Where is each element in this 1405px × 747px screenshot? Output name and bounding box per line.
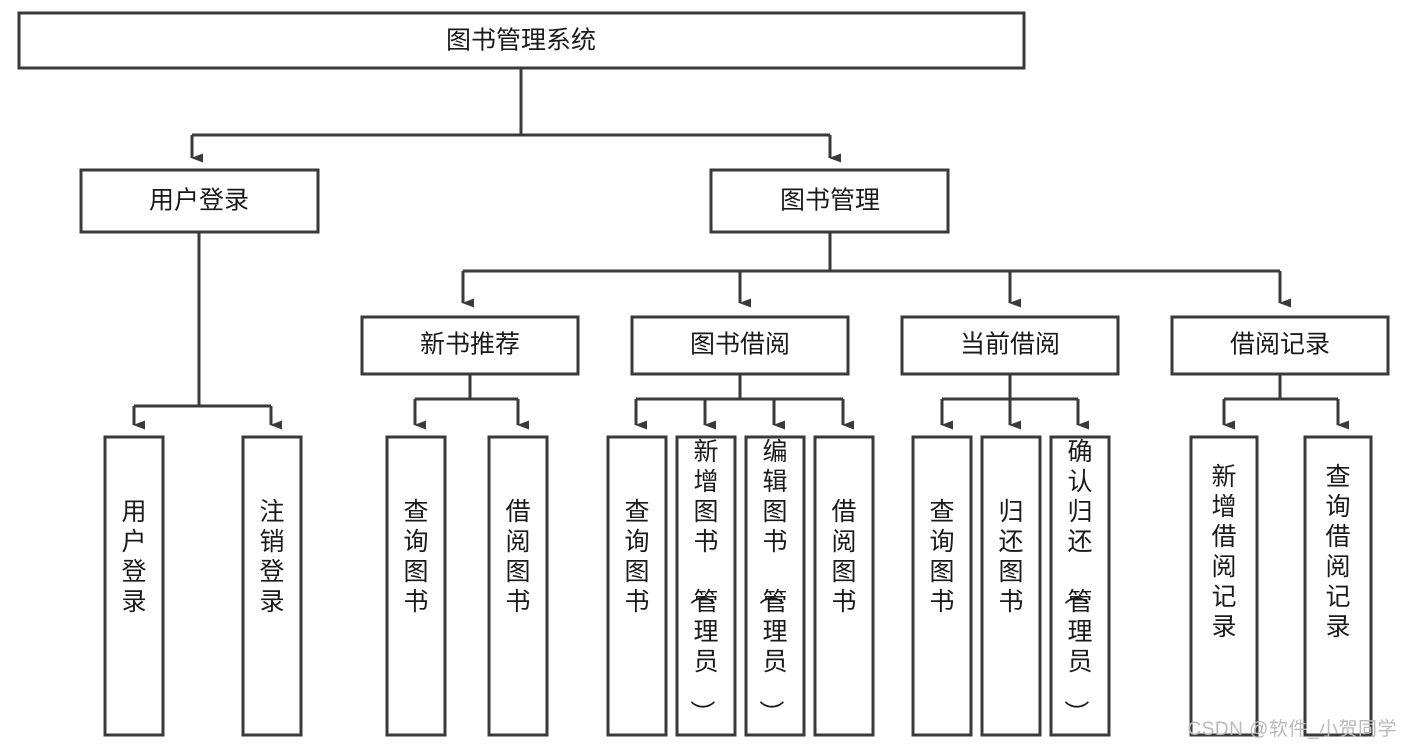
connector-records-to-leaves [1222, 374, 1349, 430]
node-leaf-query-book-3-label: 查询图书 [929, 498, 954, 616]
node-borrow[interactable]: 图书借阅 [630, 315, 850, 376]
node-login[interactable]: 用户登录 [79, 168, 320, 234]
node-leaf-add-book-box[interactable] [675, 435, 737, 737]
node-newbook-box[interactable] [360, 315, 580, 376]
node-leaf-borrow-book-1[interactable]: 借阅图书 [487, 435, 549, 737]
connector-borrow-to-leaves [634, 374, 854, 430]
node-leaf-borrow-book-1-label: 借阅图书 [505, 498, 530, 616]
node-bookmgmt-box[interactable] [709, 168, 950, 234]
node-leaf-add-record-box[interactable] [1189, 435, 1259, 737]
node-root[interactable]: 图书管理系统 [17, 11, 1026, 70]
node-leaf-query-book-1-box[interactable] [385, 435, 447, 737]
node-newbook[interactable]: 新书推荐 [360, 315, 580, 376]
connector-newbook-to-leaves [413, 374, 529, 430]
node-leaf-query-book-1-label: 查询图书 [403, 498, 428, 616]
node-current-label: 当前借阅 [960, 331, 1060, 359]
node-leaf-borrow-book-1-box[interactable] [487, 435, 549, 737]
node-records-label: 借阅记录 [1230, 331, 1330, 359]
node-leaf-borrow-book-2-label: 借阅图书 [831, 498, 856, 616]
connector-root-to-level2 [190, 68, 841, 163]
node-newbook-label: 新书推荐 [420, 331, 520, 359]
node-root-box[interactable] [17, 11, 1026, 70]
node-leaf-query-record-label: 查询借阅记录 [1325, 463, 1350, 641]
connector-login-to-leaves [132, 232, 282, 430]
node-leaf-return-book-box[interactable] [980, 435, 1042, 737]
node-leaf-add-book-label: 新增图书（管理员） [687, 438, 718, 725]
node-leaf-add-book[interactable]: 新增图书（管理员） [675, 435, 737, 737]
node-leaf-query-book-1[interactable]: 查询图书 [385, 435, 447, 737]
node-leaf-add-record[interactable]: 新增借阅记录 [1189, 435, 1259, 737]
node-leaf-query-book-2-label: 查询图书 [624, 498, 649, 616]
node-current[interactable]: 当前借阅 [900, 315, 1120, 376]
node-leaf-confirm-return[interactable]: 确认归还（管理员） [1049, 435, 1111, 737]
node-leaf-return-book[interactable]: 归还图书 [980, 435, 1042, 737]
node-leaf-user-login-box[interactable] [103, 435, 165, 737]
node-leaf-query-book-3[interactable]: 查询图书 [911, 435, 973, 737]
node-leaf-logout[interactable]: 注销登录 [241, 435, 303, 737]
node-records-box[interactable] [1170, 315, 1390, 376]
node-borrow-box[interactable] [630, 315, 850, 376]
node-root-label: 图书管理系统 [446, 27, 596, 55]
node-leaf-user-login-label: 用户登录 [121, 498, 146, 616]
node-leaf-logout-box[interactable] [241, 435, 303, 737]
node-leaf-borrow-book-2-box[interactable] [813, 435, 875, 737]
node-current-box[interactable] [900, 315, 1120, 376]
connector-bookmgmt-to-level3 [461, 232, 1291, 308]
node-leaf-borrow-book-2[interactable]: 借阅图书 [813, 435, 875, 737]
node-login-label: 用户登录 [149, 187, 249, 215]
node-records[interactable]: 借阅记录 [1170, 315, 1390, 376]
node-leaf-edit-book-label: 编辑图书（管理员） [756, 438, 787, 725]
node-leaf-query-book-2[interactable]: 查询图书 [606, 435, 668, 737]
node-leaf-user-login[interactable]: 用户登录 [103, 435, 165, 737]
node-bookmgmt-label: 图书管理 [780, 187, 880, 215]
node-leaf-add-record-label: 新增借阅记录 [1211, 463, 1236, 641]
node-borrow-label: 图书借阅 [690, 331, 790, 359]
node-leaf-return-book-label: 归还图书 [998, 498, 1023, 616]
node-leaf-query-book-2-box[interactable] [606, 435, 668, 737]
node-leaf-query-record-box[interactable] [1303, 435, 1373, 737]
node-leaf-edit-book-box[interactable] [744, 435, 806, 737]
node-leaf-confirm-return-label: 确认归还（管理员） [1061, 438, 1092, 725]
node-login-box[interactable] [79, 168, 320, 234]
node-leaf-confirm-return-box[interactable] [1049, 435, 1111, 737]
node-leaf-edit-book[interactable]: 编辑图书（管理员） [744, 435, 806, 737]
node-leaf-query-record[interactable]: 查询借阅记录 [1303, 435, 1373, 737]
node-leaf-query-book-3-box[interactable] [911, 435, 973, 737]
node-leaf-logout-label: 注销登录 [259, 498, 284, 616]
node-bookmgmt[interactable]: 图书管理 [709, 168, 950, 234]
connector-current-to-leaves [940, 374, 1089, 430]
